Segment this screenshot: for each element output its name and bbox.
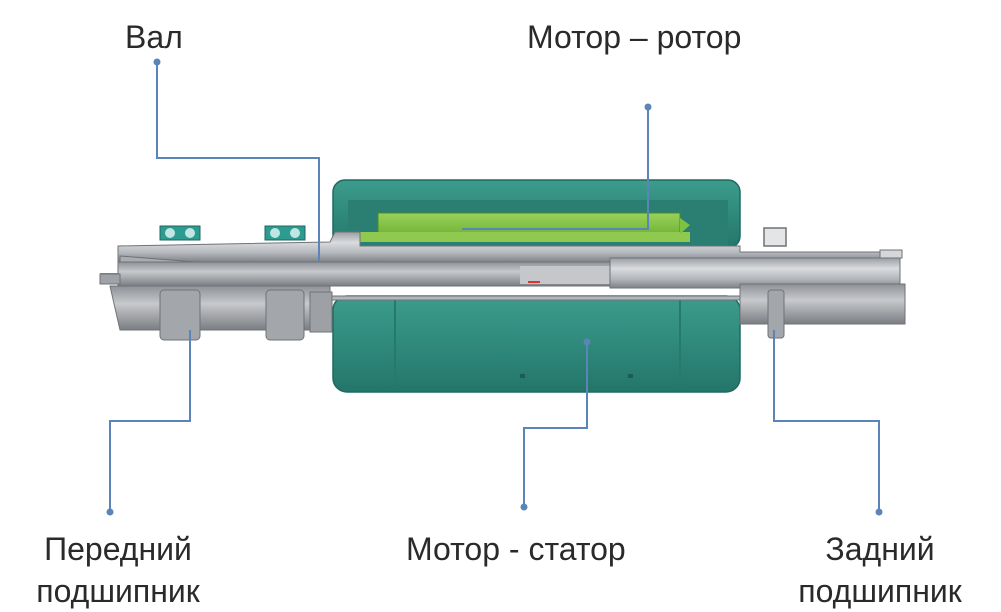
motor-rotor	[360, 212, 690, 242]
leader-front-bearing	[109, 330, 191, 512]
label-front-bearing-line1: Передний	[44, 531, 192, 567]
label-rear-bearing-line1: Задний	[825, 531, 935, 567]
leader-dots	[106, 58, 883, 516]
label-motor-stator: Мотор - статор	[406, 531, 626, 567]
label-shaft: Вал	[125, 19, 183, 55]
leader-motor-rotor	[462, 107, 649, 230]
leader-lines	[109, 62, 880, 512]
leader-motor-stator	[523, 342, 588, 507]
label-front-bearing: Передний подшипник	[18, 528, 218, 612]
leader-rear-bearing	[773, 330, 880, 512]
shaft	[99, 231, 906, 331]
label-motor-rotor: Мотор – ротор	[527, 19, 742, 55]
motor-stator-lower	[332, 295, 741, 393]
label-rear-bearing-line2: подшипник	[798, 573, 962, 609]
leader-shaft	[156, 62, 320, 262]
label-rear-bearing: Задний подшипник	[780, 528, 980, 612]
label-front-bearing-line2: подшипник	[36, 573, 200, 609]
front-bearing	[159, 225, 333, 341]
rear-bearing	[763, 227, 787, 339]
